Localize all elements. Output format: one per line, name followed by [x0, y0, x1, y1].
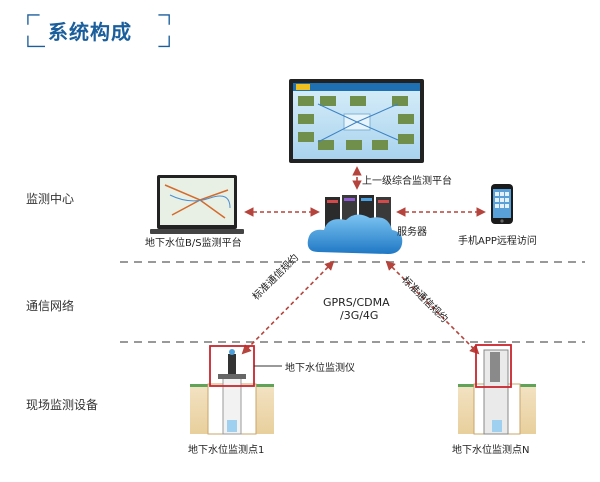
laptop-icon: [150, 175, 244, 234]
network-type-line2: /3G/4G: [340, 309, 379, 322]
monitoring-device-icon: [228, 349, 236, 374]
phone-icon: [491, 184, 513, 224]
page-title: 系统构成: [48, 20, 132, 44]
section-field-equipment: 现场监测设备: [26, 398, 99, 412]
app-access-label: 手机APP远程访问: [458, 236, 537, 247]
monitoring-device-n-highlight: [475, 344, 512, 388]
upper-platform-monitor-icon: [289, 79, 424, 163]
section-communication-network: 通信网络: [26, 299, 75, 313]
monitor-device-label: 地下水位监测仪: [285, 363, 355, 374]
network-type-line1: GPRS/CDMA: [323, 296, 390, 309]
upper-platform-label: 上一级综合监测平台: [362, 176, 452, 187]
monitoring-well-1-icon: [190, 374, 274, 435]
arrow-cloud-pointn: [385, 260, 480, 355]
cloud-icon: [307, 214, 403, 254]
arrow-cloud-point1: [241, 260, 335, 355]
monitoring-well-n-icon: [458, 349, 536, 435]
title-frame: [27, 14, 170, 48]
monitoring-point-n-label: 地下水位监测点N: [452, 445, 530, 456]
server-label: 服务器: [397, 227, 427, 238]
monitoring-point-1-label: 地下水位监测点1: [188, 445, 265, 456]
bs-platform-label: 地下水位B/S监测平台: [145, 238, 242, 249]
section-monitoring-center: 监测中心: [26, 192, 75, 206]
